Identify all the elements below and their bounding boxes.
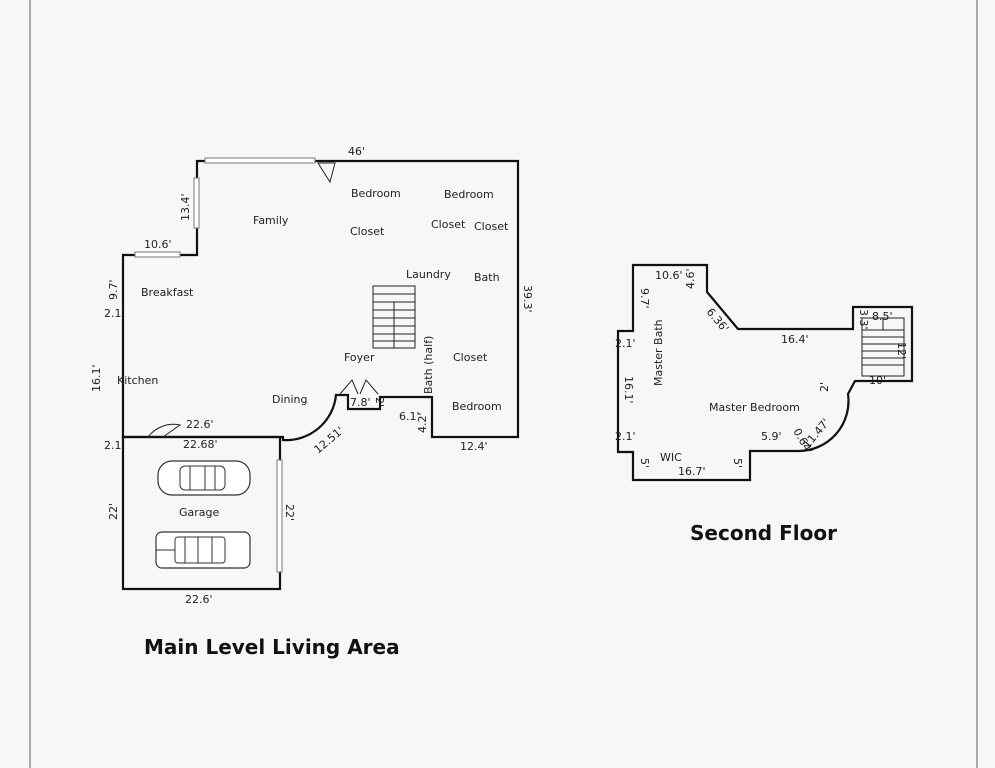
room-bedroom-3: Bedroom [452, 400, 502, 413]
dim-4-2: 4.2' [416, 412, 429, 433]
title-main-level: Main Level Living Area [144, 635, 400, 659]
dim-garage-22-left: 22' [107, 503, 120, 520]
room-bedroom-2: Bedroom [444, 188, 494, 201]
dim-9-7: 9.7' [107, 279, 120, 300]
room-kitchen: Kitchen [117, 374, 158, 387]
dim-7-8: 7.8' [350, 396, 371, 409]
room-dining: Dining [272, 393, 308, 406]
dim-top-46: 46' [348, 145, 365, 158]
sf-dim-3-3: 3.3' [857, 309, 870, 330]
sf-dim-16-7: 16.7' [678, 465, 706, 478]
dim-2-1-upper: 2.1' [104, 307, 125, 320]
car-top [157, 460, 251, 496]
dim-6-1: 6.1' [399, 410, 420, 423]
dim-12-4: 12.4' [460, 440, 488, 453]
window-left-upper [193, 177, 200, 229]
sf-dim-2-1-upper: 2.1' [615, 337, 636, 350]
dim-13-4: 13.4' [179, 193, 192, 221]
room-closet-3: Closet [474, 220, 509, 233]
sf-dim-16-1: 16.1' [622, 376, 635, 404]
room-bath: Bath [474, 271, 500, 284]
dim-39-3: 39.3' [521, 285, 534, 313]
dim-10-6: 10.6' [144, 238, 172, 251]
garage-door [276, 459, 283, 573]
room-wic: WIC [660, 451, 682, 464]
title-second-floor: Second Floor [690, 521, 837, 545]
door-swing-top [317, 162, 336, 184]
room-bedroom-1: Bedroom [351, 187, 401, 200]
sf-dim-5-9: 5.9' [761, 430, 782, 443]
garage-entry-door [147, 423, 182, 438]
foyer-door [339, 379, 379, 395]
sf-dim-2-1-lower: 2.1' [615, 430, 636, 443]
room-bath-half: Bath (half) [422, 336, 435, 394]
main-exterior-wall [121, 159, 520, 442]
room-laundry: Laundry [406, 268, 451, 281]
window-breakfast [134, 251, 181, 258]
dim-22-6-upper: 22.6' [186, 418, 214, 431]
main-level-plan: Family Bedroom Bedroom Closet Closet Clo… [90, 145, 534, 659]
dim-22-68: 22.68' [183, 438, 218, 451]
sf-dim-10: 10' [869, 374, 886, 387]
room-family: Family [253, 214, 289, 227]
room-closet-2: Closet [431, 218, 466, 231]
room-closet-1: Closet [350, 225, 385, 238]
room-garage: Garage [179, 506, 220, 519]
room-closet-4: Closet [453, 351, 488, 364]
second-floor-plan: Master Bath Master Bedroom WIC 10.6' 4.6… [615, 263, 914, 545]
sf-dim-16-4: 16.4' [781, 333, 809, 346]
second-floor-stairs [861, 317, 905, 377]
sf-dim-2: 2' [818, 382, 831, 392]
sf-dim-10-6: 10.6' [655, 269, 683, 282]
dim-garage-22-right: 22' [283, 504, 296, 521]
room-master-bath: Master Bath [652, 319, 665, 386]
main-stairs [372, 285, 416, 349]
sf-dim-5-left: 5' [638, 458, 651, 468]
dim-garage-22-6: 22.6' [185, 593, 213, 606]
sf-dim-8-5: 8.5' [872, 310, 893, 323]
room-breakfast: Breakfast [141, 286, 194, 299]
dim-2-1-lower: 2.1' [104, 439, 125, 452]
sf-dim-4-6: 4.6' [684, 268, 697, 289]
car-bottom [155, 531, 251, 569]
sf-dim-5-right: 5' [731, 458, 744, 468]
dim-16-1: 16.1' [90, 364, 103, 392]
sf-dim-9-7: 9.7' [638, 288, 651, 309]
room-master-bedroom: Master Bedroom [709, 401, 800, 414]
second-floor-exterior-wall [616, 263, 914, 482]
sf-dim-12: 12' [895, 342, 908, 359]
window-top [204, 157, 316, 164]
sf-dim-6-36: 6.36' [704, 306, 732, 335]
room-foyer: Foyer [344, 351, 375, 364]
dim-2: 2' [373, 397, 386, 407]
